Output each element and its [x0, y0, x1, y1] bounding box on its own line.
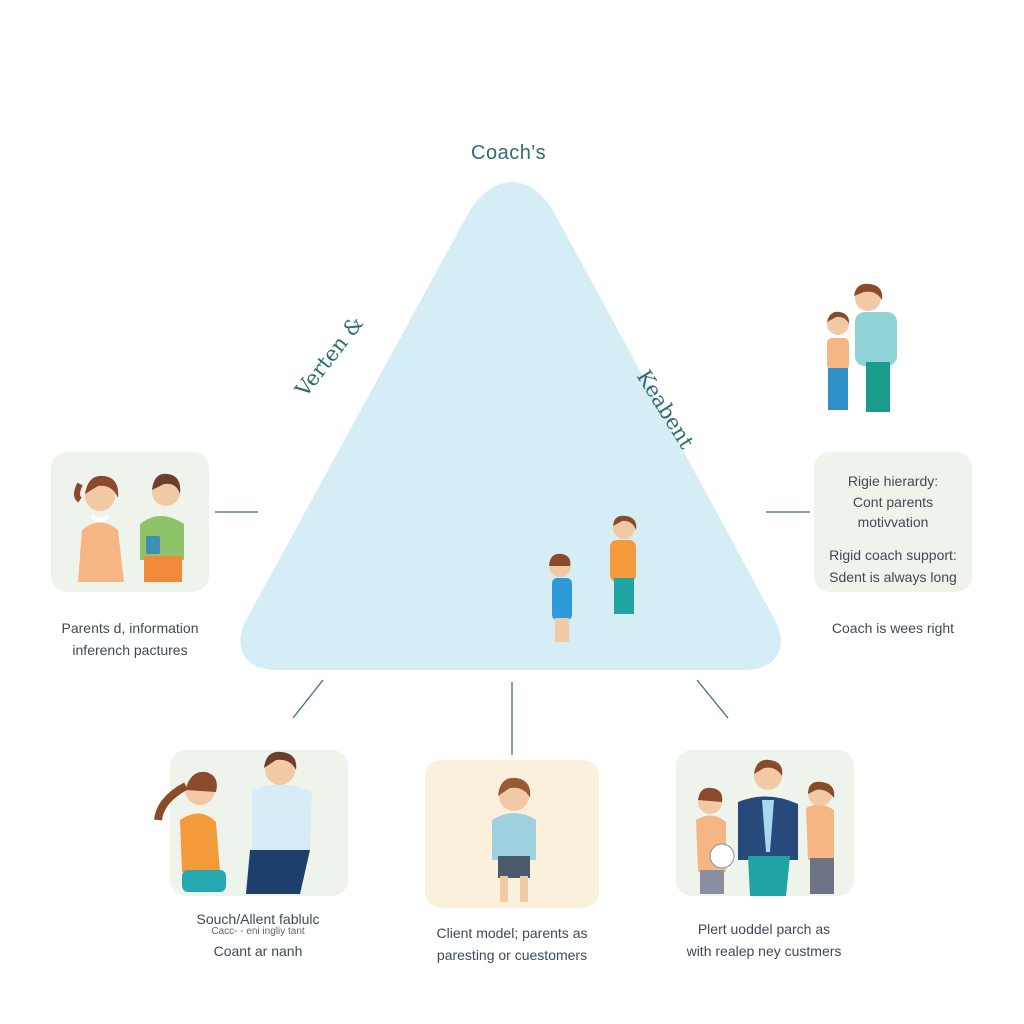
connector-bottom-right [696, 679, 729, 719]
diagram-title: Coach's [471, 142, 547, 164]
bottom-center-caption-line-2: paresting or cuestomers [436, 947, 588, 963]
left-card-illustration [74, 473, 184, 582]
bottom-left-caption-sub: Coant ar nanh [213, 943, 303, 959]
bottom-center-illustration [492, 777, 536, 902]
bottom-left-illustration [154, 751, 312, 894]
right-card-line-3: motivvation [857, 514, 929, 530]
bottom-left-caption-main: Souch/Allent fablulc [196, 911, 320, 927]
bottom-center-caption-line-1: Client model; parents as [436, 925, 588, 941]
right-card-line-1: Rigie hierardy: [847, 473, 939, 489]
top-right-illustration [827, 283, 897, 412]
right-card-line-2: Cont parents [852, 494, 934, 510]
bottom-right-caption-line-1: Plert uoddel parch as [697, 921, 831, 937]
triangle-children-illustration [549, 515, 637, 642]
right-card-caption: Coach is wees right [831, 620, 955, 636]
right-card-line-4: Rigid coach support: [829, 547, 957, 563]
left-card-caption-line-1: Parents d, information [61, 620, 199, 636]
connector-bottom-left [292, 679, 324, 719]
right-card-line-5: Sdent is always long [829, 569, 957, 585]
bottom-right-illustration [696, 759, 835, 896]
bottom-right-caption-line-2: with realep ney custmers [686, 943, 842, 959]
right-card [814, 452, 972, 592]
left-card-caption-line-2: inferench pactures [72, 642, 188, 658]
left-card [51, 452, 209, 592]
central-triangle [240, 182, 781, 670]
bottom-left-caption-small: Cacc- - eni ingliy tant [211, 926, 305, 937]
